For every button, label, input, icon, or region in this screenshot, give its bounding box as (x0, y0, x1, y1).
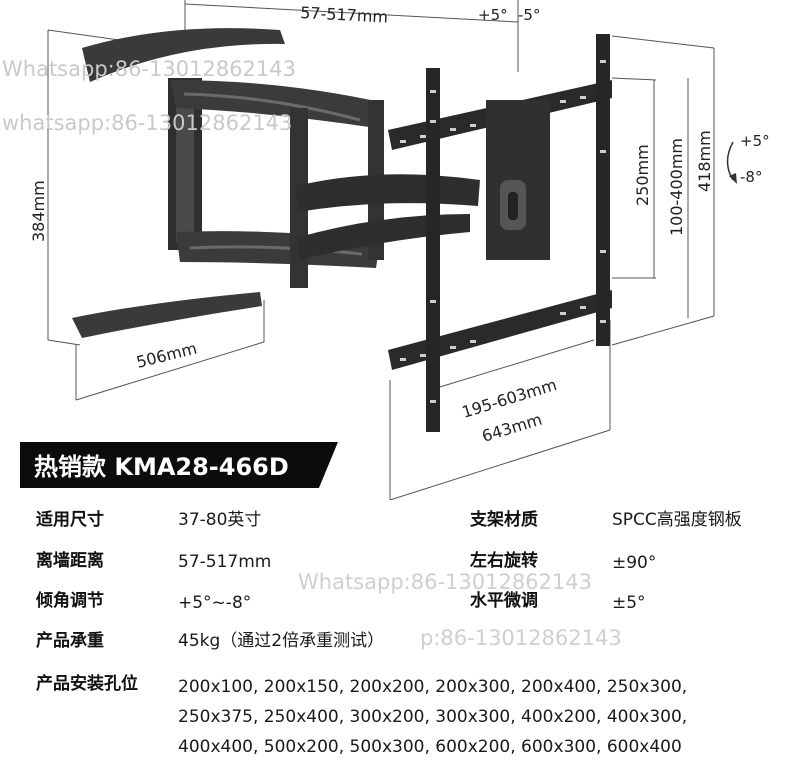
dim-vesa-range: 100-400mm (667, 138, 686, 236)
spec-value-size: 37-80英寸 (178, 510, 262, 530)
spec-table: 适用尺寸 37-80英寸 离墙距离 57-517mm 倾角调节 +5°~-8° … (0, 500, 800, 767)
dim-rotation-up: +5° (740, 132, 770, 150)
dim-arm-height: 384mm (29, 180, 48, 242)
spec-label-material: 支架材质 (470, 510, 538, 530)
watermark-top: Whatsapp:86-13012862143 (2, 57, 296, 81)
dim-plate-width: 643mm (480, 410, 545, 446)
spec-value-tilt: +5°~-8° (178, 593, 252, 613)
spec-label-tilt: 倾角调节 (36, 591, 104, 611)
spec-label-load: 产品承重 (36, 631, 104, 651)
dim-arm-width: 506mm (134, 339, 198, 372)
spec-label-swivel: 左右旋转 (470, 551, 538, 571)
mounting-holes-line: 200x100, 200x150, 200x200, 200x300, 200x… (178, 677, 688, 697)
watermark-spec-2: p:86-13012862143 (420, 626, 622, 650)
watermark-spec-1: Whatsapp:86-13012862143 (298, 570, 592, 594)
mounting-holes-line: 400x400, 500x200, 500x300, 600x200, 600x… (178, 737, 682, 757)
product-diagram: Whatsapp:86-13012862143 whatsapp:86-1301… (2, 0, 770, 500)
spec-value-load: 45kg（通过2倍承重测试） (178, 631, 385, 651)
dim-rotation-down: -8° (740, 168, 762, 186)
watermark-second: whatsapp:86-13012862143 (2, 111, 292, 135)
spec-label-size: 适用尺寸 (36, 510, 104, 530)
model-title: 热销款 KMA28-466D (34, 453, 289, 481)
spec-label-mounting-holes: 产品安装孔位 (36, 674, 138, 694)
dim-tilt-down-top: -5° (518, 6, 540, 24)
dim-horizontal-range: 195-603mm (460, 375, 559, 422)
rotation-arrowhead (729, 173, 737, 184)
tv-bracket (388, 34, 612, 432)
rotation-arrow (726, 141, 734, 181)
dim-tilt-up-top: +5° (478, 6, 508, 24)
dim-plate-height: 418mm (695, 130, 714, 192)
dim-extension: 57-517mm (300, 3, 389, 27)
spec-value-level-adjust: ±5° (612, 593, 646, 613)
spec-value-material: SPCC高强度钢板 (612, 510, 742, 530)
model-title-bar: 热销款 KMA28-466D (20, 442, 338, 488)
spec-label-level-adjust: 水平微调 (470, 591, 538, 611)
spec-value-wall-distance: 57-517mm (178, 552, 272, 572)
dim-vesa-small: 250mm (633, 144, 652, 206)
spec-label-wall-distance: 离墙距离 (36, 551, 104, 571)
mounting-holes-list: 200x100, 200x150, 200x200, 200x300, 200x… (178, 672, 778, 762)
spec-value-swivel: ±90° (612, 553, 657, 573)
mounting-holes-line: 250x375, 250x400, 300x200, 300x300, 400x… (178, 707, 688, 727)
